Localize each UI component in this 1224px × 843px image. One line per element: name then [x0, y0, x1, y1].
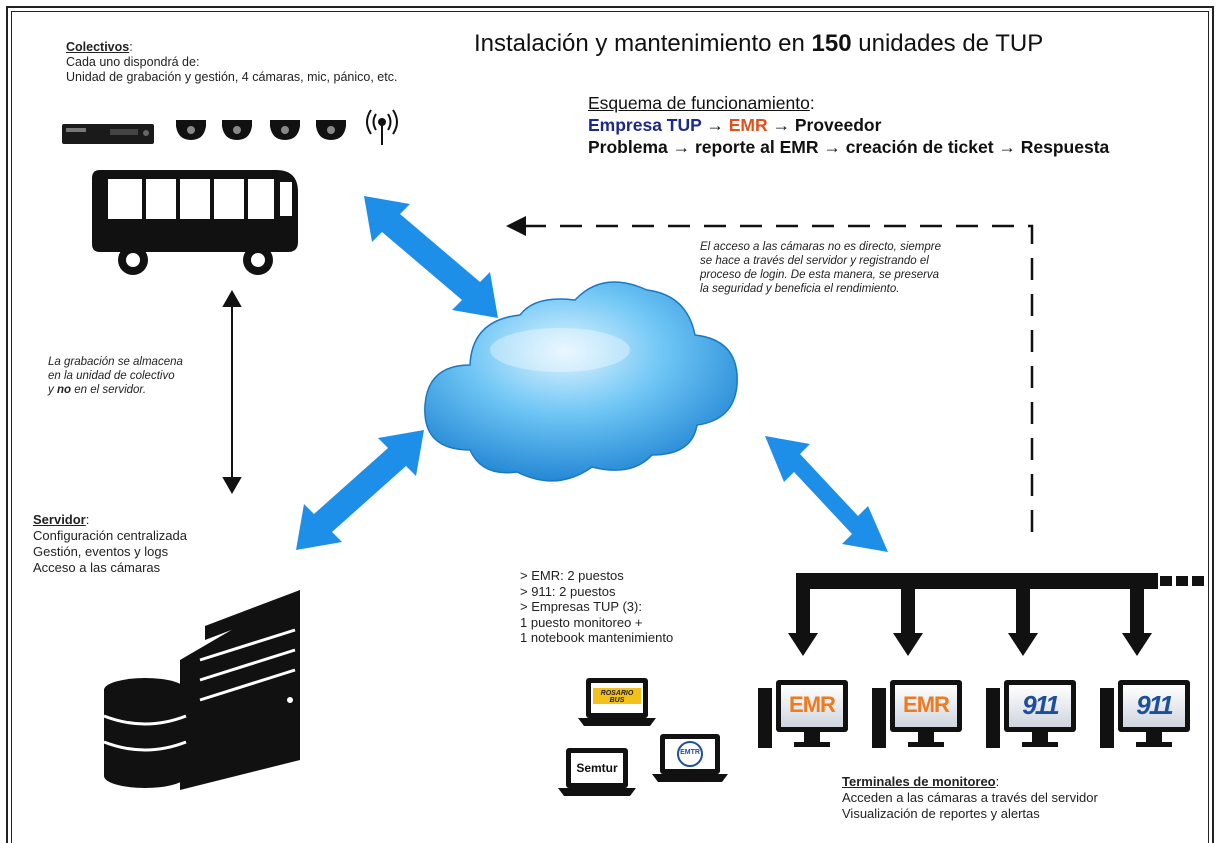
bus-server-arrow [222, 289, 242, 495]
recording-note: La grabación se almacena en la unidad de… [48, 356, 183, 396]
terminales-block: Terminales de monitoreo: Acceden a las c… [842, 774, 1098, 821]
terminal-label-911-2: 911 [1136, 690, 1173, 720]
scheme-flow2: Problema → reporte al EMR → creación de … [588, 137, 1110, 157]
laptop-label-rosario: ROSARIO BUS [600, 690, 634, 704]
server-cloud-arrow [296, 430, 424, 550]
terminal-label-911-1: 911 [1022, 690, 1059, 720]
monitor-icon [872, 680, 962, 748]
page-title: Instalación y mantenimiento en 150 unida… [474, 30, 1044, 57]
terminales-heading: Terminales de monitoreo [842, 774, 996, 789]
access-feedback-arrow [506, 216, 1034, 532]
dvr-icon [62, 124, 154, 144]
title-number: 150 [811, 30, 852, 57]
colectivos-line1: Cada uno dispondrá de: [66, 55, 200, 69]
cloud-terminals-arrow [765, 436, 888, 552]
monitor-icon [758, 680, 848, 748]
server-icon [180, 590, 300, 790]
dome-camera-icon [176, 120, 346, 140]
scheme-block: Esquema de funcionamiento: Empresa TUP →… [588, 93, 1110, 157]
bus-icon [92, 170, 298, 275]
monitor-icon [986, 680, 1076, 748]
colectivos-heading: Colectivos [66, 40, 130, 54]
colectivos-line2: Unidad de grabación y gestión, 4 cámaras… [66, 70, 398, 84]
terminal-label-emr-1: EMR [789, 692, 836, 717]
laptop-icon [558, 748, 636, 796]
laptop-label-semtur: Semtur [576, 761, 618, 775]
terminal-distribution-bar [788, 573, 1204, 656]
antenna-icon [366, 109, 398, 145]
laptop-label-emtr: EMTR [680, 749, 700, 756]
servidor-heading: Servidor [33, 512, 86, 527]
laptop-icon [652, 734, 728, 782]
laptop-icon [578, 678, 656, 726]
stations-block: > EMR: 2 puestos > 911: 2 puestos > Empr… [520, 568, 674, 645]
outer-frame [6, 6, 1214, 843]
database-icon [103, 678, 187, 788]
colectivos-block: Colectivos: Cada uno dispondrá de: Unida… [66, 40, 398, 84]
servidor-block: Servidor: Configuración centralizada Ges… [33, 512, 187, 575]
monitor-icon [1100, 680, 1190, 748]
access-note: El acceso a las cámaras no es directo, s… [700, 241, 941, 295]
cloud-icon [424, 281, 738, 482]
scheme-flow1: Empresa TUP → EMR → Proveedor [588, 115, 882, 135]
inner-frame [11, 11, 1209, 843]
scheme-heading: Esquema de funcionamiento [588, 93, 810, 113]
bus-cloud-arrow [364, 196, 498, 318]
terminal-label-emr-2: EMR [903, 692, 950, 717]
